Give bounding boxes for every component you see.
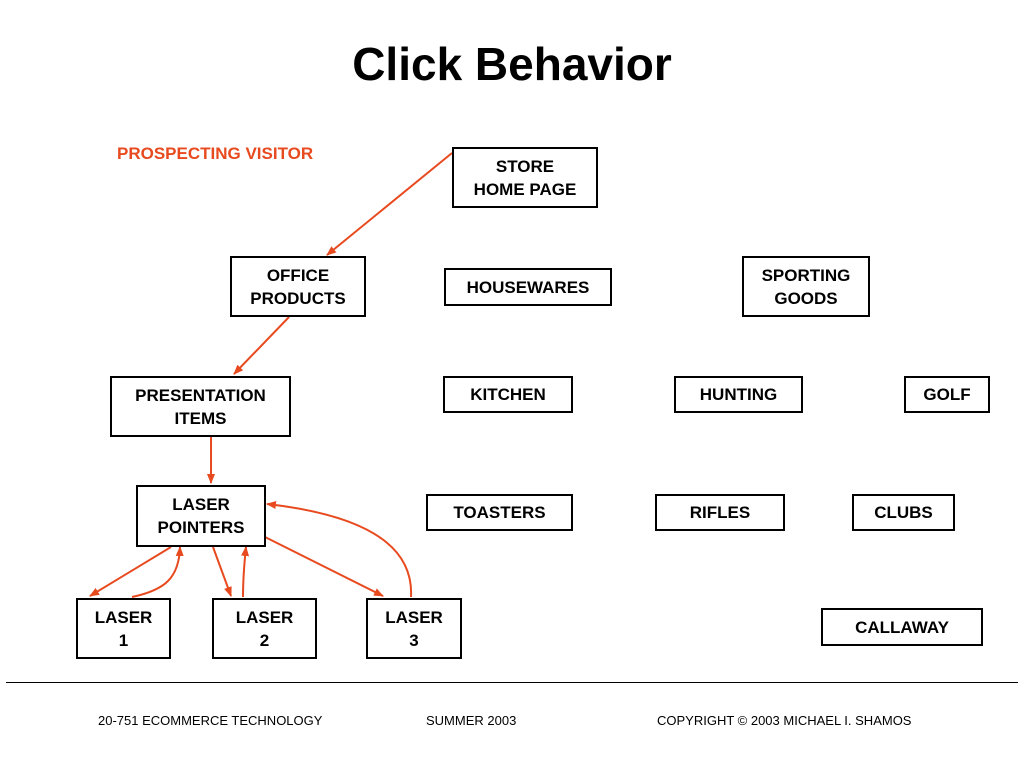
- node-laser-pointers: LASER POINTERS: [136, 485, 266, 547]
- node-label-line-2: PRODUCTS: [250, 288, 346, 308]
- node-label-line-1: LASER: [172, 495, 230, 514]
- node-label-line-2: GOODS: [774, 288, 838, 308]
- diagram-subtitle: PROSPECTING VISITOR: [117, 144, 314, 163]
- node-label-line-1: LASER: [235, 607, 294, 627]
- node-label-line-1: GOLF: [923, 385, 971, 404]
- node-toasters: TOASTERS: [426, 494, 573, 531]
- node-rifles: RIFLES: [655, 494, 785, 531]
- node-label-line-2: 2: [259, 630, 270, 650]
- node-laser-3: LASER 3: [366, 598, 462, 659]
- node-laser-2: LASER 2: [212, 598, 317, 659]
- edge-laser-pointers-to-laser-2: [212, 546, 232, 597]
- node-label-line-1: KITCHEN: [470, 385, 546, 404]
- node-label-line-1: LASER: [94, 607, 153, 627]
- node-label-line-1: TOASTERS: [453, 503, 546, 522]
- node-sporting-goods: SPORTING GOODS: [742, 256, 870, 317]
- node-label-line-2: 3: [409, 630, 419, 650]
- footer-copyright: COPYRIGHT © 2003 MICHAEL I. SHAMOS: [657, 713, 912, 728]
- footer-term: SUMMER 2003: [426, 713, 517, 728]
- node-laser-1: LASER 1: [76, 598, 171, 659]
- node-label-line-1: HUNTING: [699, 385, 778, 404]
- node-label-line-2: HOME PAGE: [473, 179, 577, 199]
- node-office-products: OFFICE PRODUCTS: [230, 256, 366, 317]
- node-label-line-2: 1: [118, 630, 129, 650]
- footer-divider: [6, 682, 1018, 683]
- node-label-line-1: PRESENTATION: [135, 385, 266, 405]
- node-label-line-1: HOUSEWARES: [466, 277, 590, 297]
- node-label-line-1: SPORTING: [761, 265, 851, 285]
- node-label-line-1: OFFICE: [266, 265, 330, 285]
- node-label-line-1: LASER: [385, 607, 443, 627]
- node-label-line-1: CALLAWAY: [855, 617, 949, 637]
- edge-store-to-office: [326, 152, 453, 256]
- edge-laser-3-to-laser-pointers: [266, 501, 413, 598]
- node-label-line-2: POINTERS: [157, 518, 245, 537]
- node-label-line-1: CLUBS: [874, 503, 933, 522]
- edge-laser-2-to-laser-pointers: [241, 546, 250, 598]
- edge-laser-pointers-to-laser-3: [264, 536, 384, 597]
- node-store-home-page: STORE HOME PAGE: [452, 147, 598, 208]
- node-clubs: CLUBS: [852, 494, 955, 531]
- node-label-line-1: STORE: [495, 156, 555, 176]
- node-kitchen: KITCHEN: [443, 376, 573, 413]
- node-callaway: CALLAWAY: [821, 608, 983, 646]
- node-presentation-items: PRESENTATION ITEMS: [110, 376, 291, 437]
- node-golf: GOLF: [904, 376, 990, 413]
- slide-title: Click Behavior: [352, 38, 672, 90]
- node-housewares: HOUSEWARES: [444, 268, 612, 306]
- node-hunting: HUNTING: [674, 376, 803, 413]
- footer-course: 20-751 ECOMMERCE TECHNOLOGY: [98, 713, 323, 728]
- node-label-line-1: RIFLES: [689, 503, 751, 522]
- edge-laser-pointers-to-laser-1: [89, 546, 172, 597]
- edge-laser-1-to-laser-pointers: [131, 546, 184, 598]
- edge-office-to-presentation: [233, 316, 290, 375]
- node-label-line-2: ITEMS: [174, 408, 227, 428]
